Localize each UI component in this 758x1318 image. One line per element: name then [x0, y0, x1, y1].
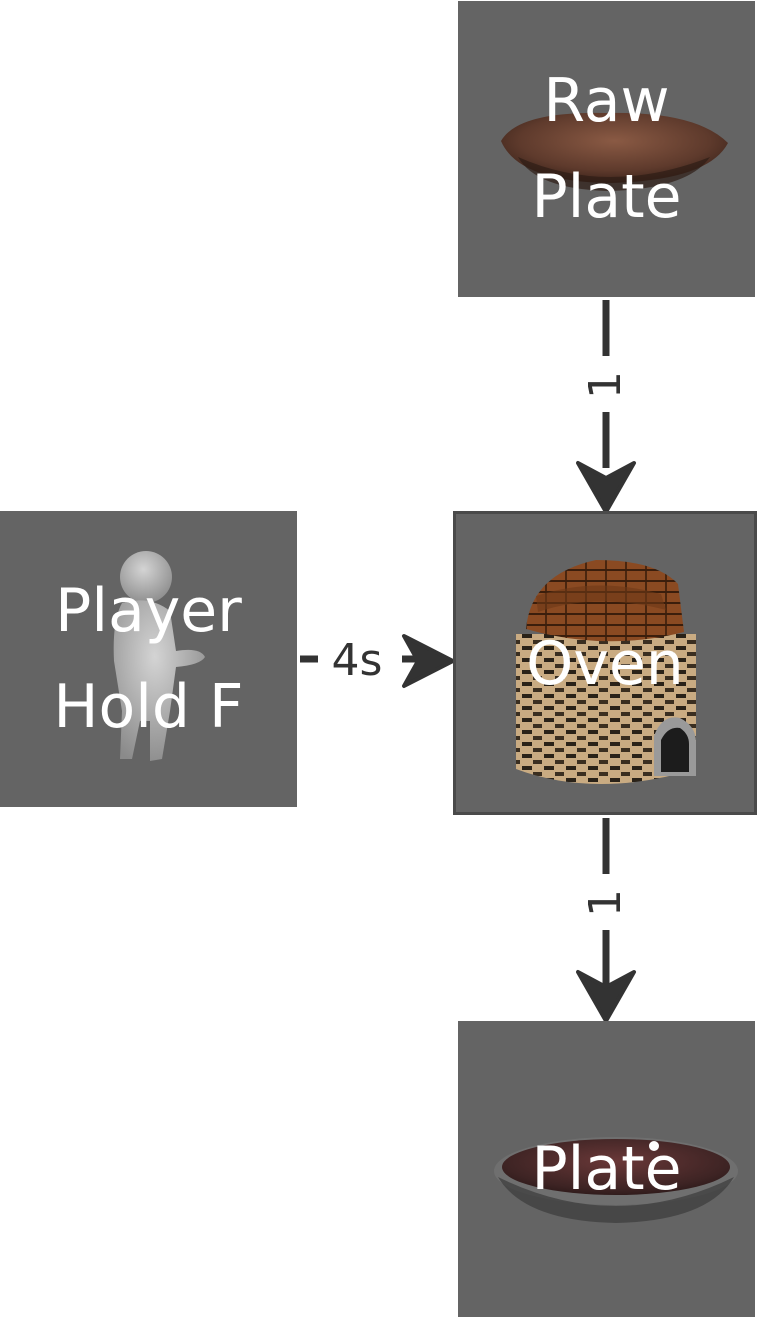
node-oven[interactable]: Oven	[453, 511, 757, 815]
node-label: Plate	[531, 1134, 682, 1204]
edge-label-player-to-oven: 4s	[325, 636, 389, 686]
node-label: Oven	[526, 629, 684, 699]
finished-plate-icon	[494, 1137, 738, 1223]
arrowhead-raw-to-oven	[576, 461, 636, 514]
node-player-hold-f[interactable]: Player Hold F	[0, 511, 297, 807]
arrowhead-player-to-oven	[402, 634, 455, 688]
node-raw-plate[interactable]: Raw Plate	[458, 1, 755, 297]
brick-oven-icon	[516, 560, 696, 784]
node-label: Raw Plate	[531, 66, 682, 232]
player-figure-icon	[113, 551, 205, 761]
node-plate[interactable]: Plate	[458, 1021, 755, 1317]
edge-label-raw-to-oven: 1	[580, 367, 631, 403]
edge-label-oven-to-plate: 1	[580, 885, 631, 921]
clay-plate-icon	[501, 112, 728, 191]
node-label: Player Hold F	[53, 576, 244, 742]
arrowhead-oven-to-plate	[576, 970, 636, 1023]
